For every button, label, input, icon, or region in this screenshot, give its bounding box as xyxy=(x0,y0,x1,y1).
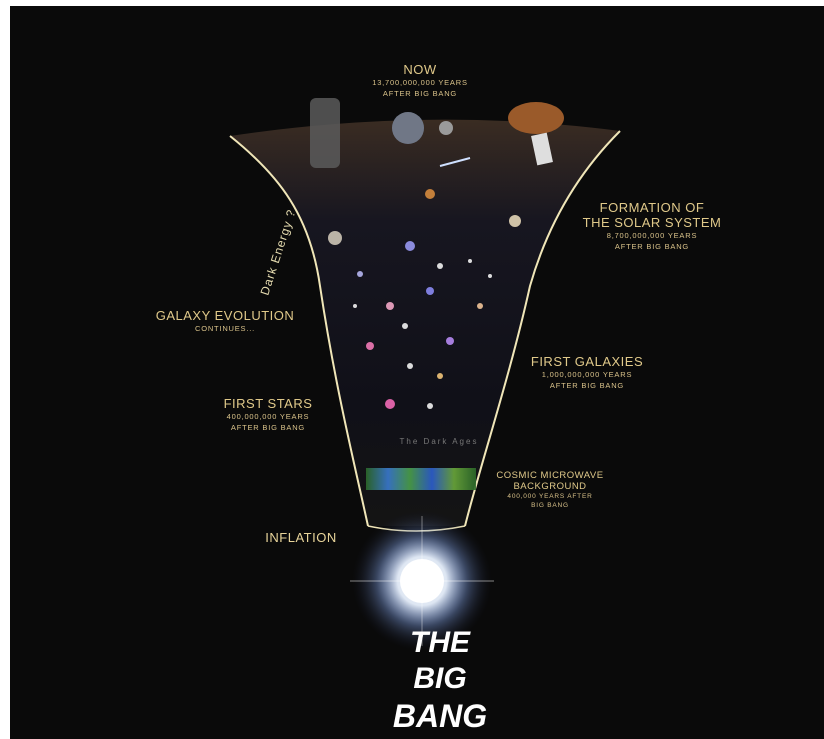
cmb-title1: Cosmic Microwave xyxy=(496,470,604,481)
funnel-right-edge xyxy=(464,130,621,527)
galaxy-speck xyxy=(509,215,521,227)
solar-title2: the Solar System xyxy=(582,215,722,230)
galaxy-evolution-title: Galaxy Evolution xyxy=(155,308,295,323)
solar-line1: 8,700,000,000 years xyxy=(606,231,698,240)
first-stars-line2: after big bang xyxy=(230,423,306,432)
now-era-objects xyxy=(310,98,564,168)
galaxy-speck xyxy=(425,189,435,199)
galaxy-evolution-line1: continues... xyxy=(194,324,256,333)
funnel-left-edge xyxy=(229,135,369,527)
galaxy-speck xyxy=(446,337,454,345)
cmb-band xyxy=(366,468,476,490)
galaxy-evolution-label: Galaxy Evolution continues... xyxy=(150,308,300,334)
galaxy-speck xyxy=(386,302,394,310)
galaxy-speck xyxy=(357,271,363,277)
big-bang-line1: THE xyxy=(410,626,470,659)
cmb-title2: Background xyxy=(513,481,587,492)
big-bang-line2: BIG xyxy=(413,662,467,695)
now-line1: 13,700,000,000 years xyxy=(372,78,468,87)
galaxy-speck xyxy=(468,259,472,263)
galaxy-speck xyxy=(385,399,395,409)
galaxy-speck xyxy=(488,274,492,278)
now-label: Now 13,700,000,000 years after big bang xyxy=(350,62,490,99)
cmb-line2: big bang xyxy=(531,502,569,509)
galaxy-speck xyxy=(328,231,342,245)
now-line2: after big bang xyxy=(382,89,458,98)
funnel-illustration: Dark Energy ? xyxy=(229,98,621,651)
solar-system-label: Formation of the Solar System 8,700,000,… xyxy=(562,200,742,252)
cmb-label: Cosmic Microwave Background 400,000 year… xyxy=(490,470,610,510)
solar-line2: after big bang xyxy=(614,242,690,251)
first-galaxies-line1: 1,000,000,000 years xyxy=(541,370,633,379)
inflation-label: Inflation xyxy=(265,530,337,545)
first-stars-line1: 400,000,000 years xyxy=(226,412,310,421)
first-galaxies-label: First Galaxies 1,000,000,000 years after… xyxy=(522,354,652,391)
first-galaxies-line2: after big bang xyxy=(549,381,625,390)
galaxy-speck xyxy=(366,342,374,350)
first-stars-label: First Stars 400,000,000 years after big … xyxy=(208,396,328,433)
galaxy-speck xyxy=(402,323,408,329)
galaxy-speck xyxy=(437,263,443,269)
galaxy-field xyxy=(328,189,521,409)
dark-energy-label: Dark Energy ? xyxy=(258,207,299,297)
big-bang-line3: BANG xyxy=(392,698,488,734)
dark-ages-label: The Dark Ages xyxy=(399,437,479,446)
funnel-shape xyxy=(230,119,620,527)
solar-title1: Formation of xyxy=(599,200,705,215)
cmb-line1: 400,000 years after xyxy=(507,493,593,500)
now-title: Now xyxy=(403,62,437,77)
first-galaxies-title: First Galaxies xyxy=(530,354,644,369)
galaxy-speck xyxy=(477,303,483,309)
galaxy-speck xyxy=(405,241,415,251)
galaxy-speck xyxy=(437,373,443,379)
galaxy-speck xyxy=(426,287,434,295)
galaxy-speck xyxy=(407,363,413,369)
diagram-canvas: Dark Energy ? Now 13,700,000,000 years a… xyxy=(10,6,824,739)
galaxy-speck xyxy=(427,403,433,409)
galaxy-speck xyxy=(353,304,357,308)
first-stars-title: First Stars xyxy=(223,396,313,411)
